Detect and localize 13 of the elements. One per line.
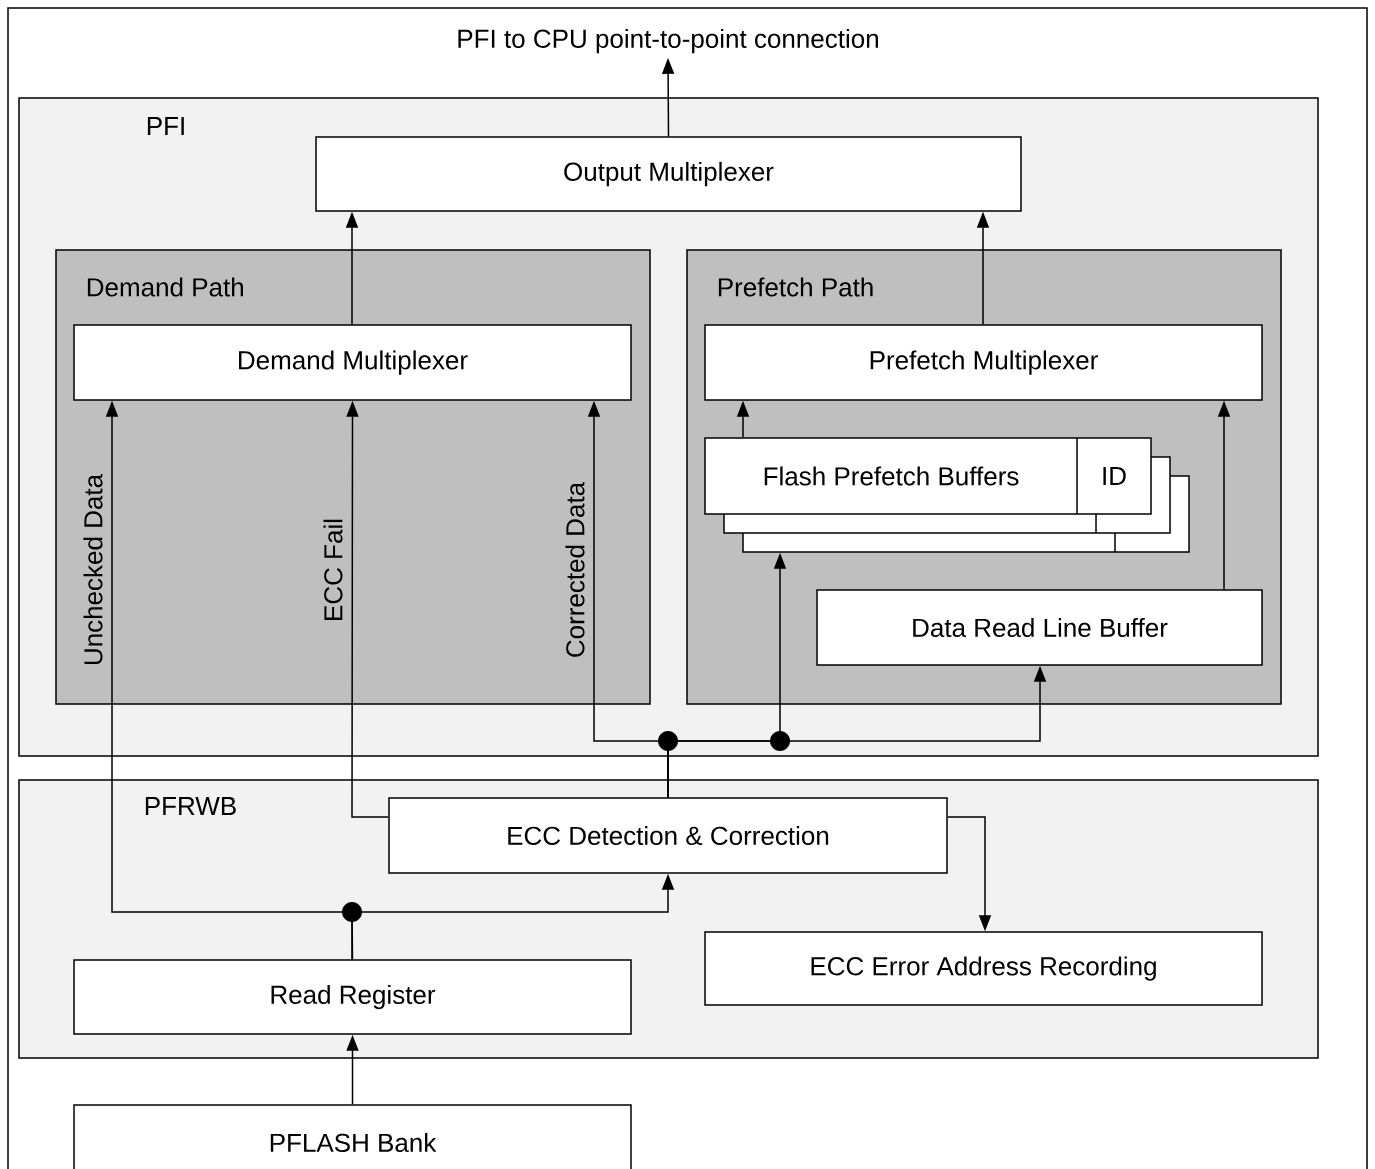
process-box: Data Read Line Buffer xyxy=(816,589,1263,666)
edge-label: Corrected Data xyxy=(565,481,585,657)
edge-label: Unchecked Data xyxy=(83,473,103,665)
process-box: Output Multiplexer xyxy=(315,136,1022,212)
connection-label: PFI to CPU point-to-point connection xyxy=(458,28,878,54)
process-box: ECC Detection & Correction xyxy=(388,797,948,874)
process-box: Demand Multiplexer xyxy=(73,324,632,401)
buffer-stack: Flash Prefetch Buffers ID xyxy=(704,437,1190,553)
edge-label: ECC Fail xyxy=(323,519,343,620)
process-box: PFLASH Bank xyxy=(73,1104,632,1169)
process-box: ECC Error Address Recording xyxy=(704,931,1263,1006)
process-box: Prefetch Multiplexer xyxy=(704,324,1263,401)
process-box: Read Register xyxy=(73,959,632,1035)
